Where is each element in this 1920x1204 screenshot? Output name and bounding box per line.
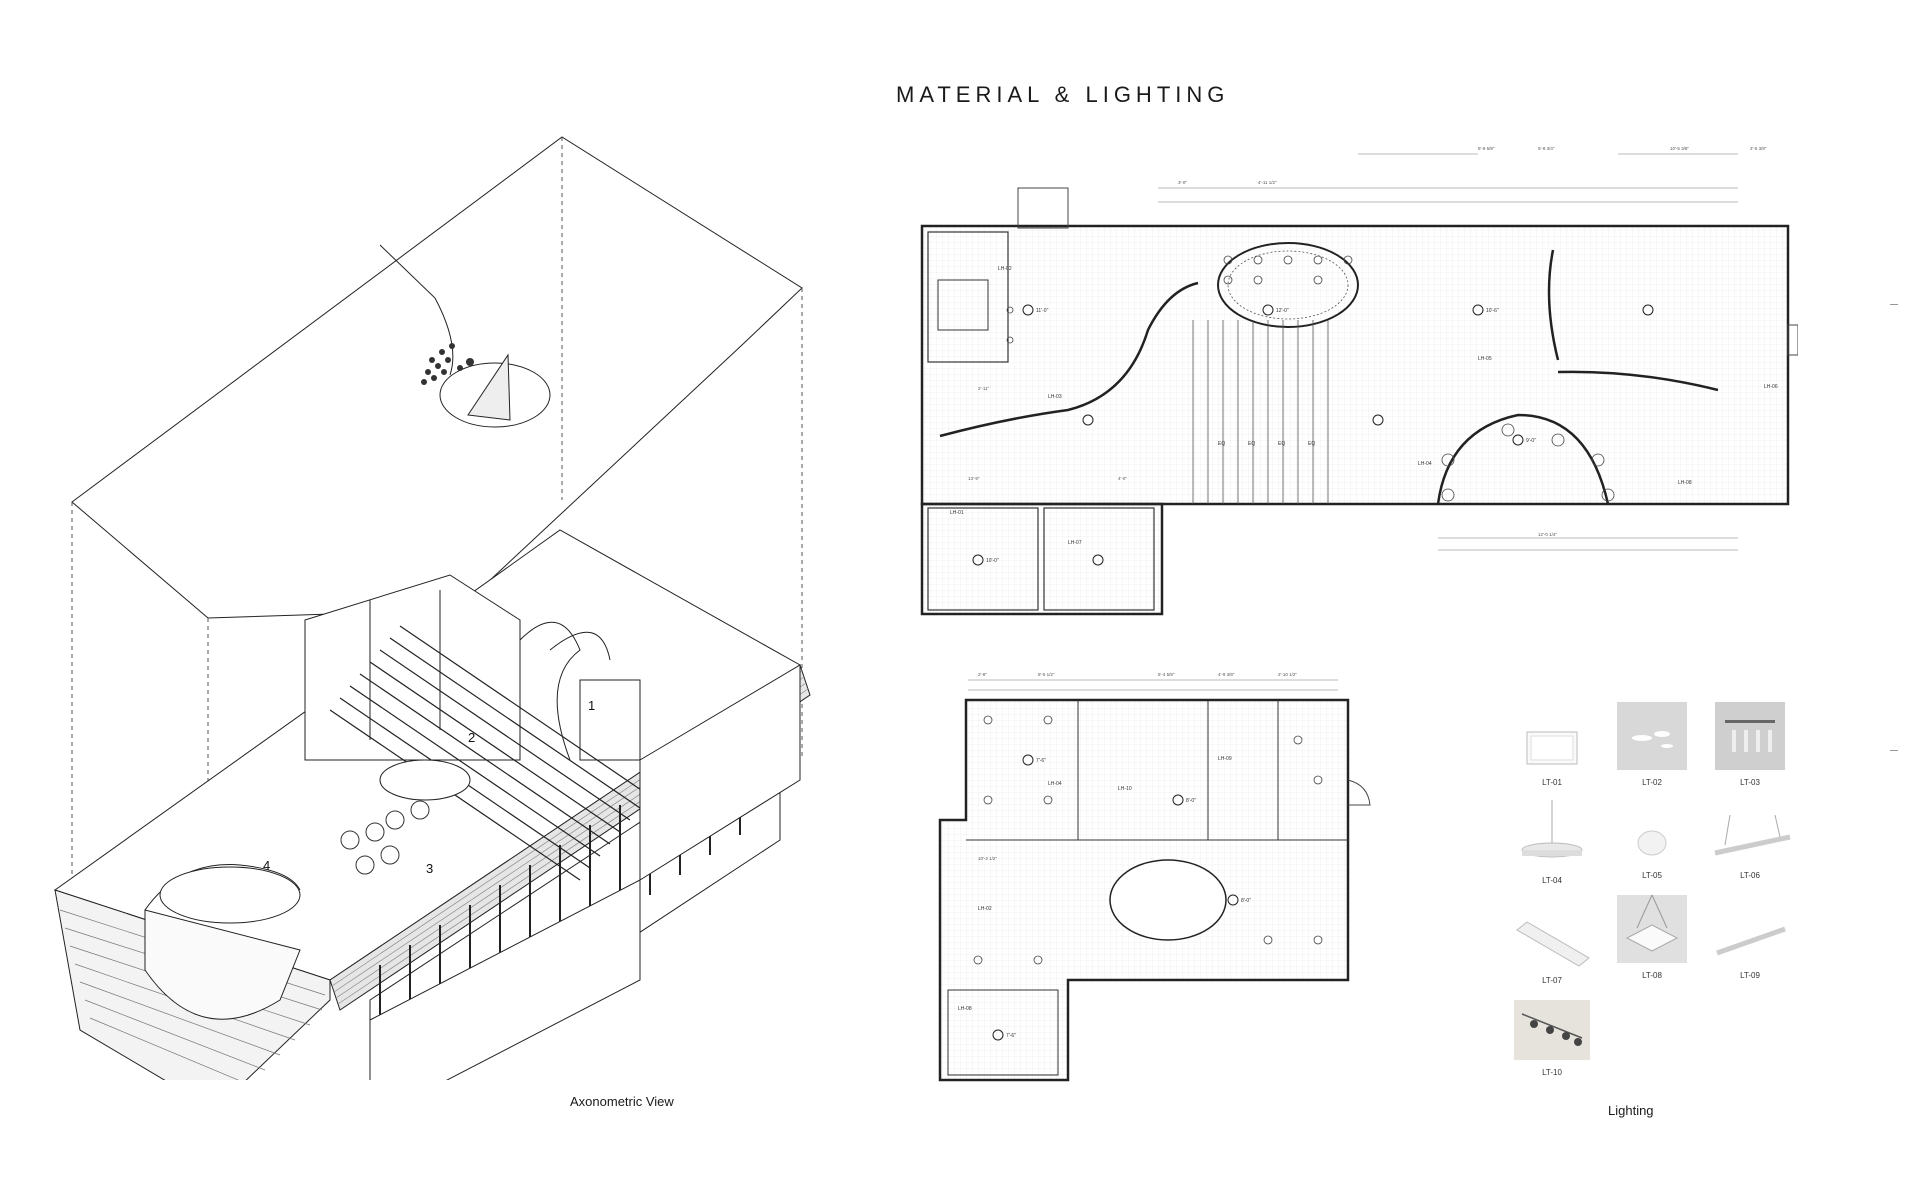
margin-tick	[1890, 750, 1898, 751]
track-spots-icon	[1514, 1000, 1590, 1060]
fixture-label: LT-07	[1542, 976, 1562, 985]
ceiling-height-3: 10'-6"	[1486, 308, 1499, 314]
square-pendant-icon	[1617, 894, 1687, 963]
fixture-lt07: LT-07	[1492, 910, 1612, 985]
fixture-label: LT-08	[1642, 971, 1662, 980]
linear-bar-icon	[1716, 926, 1786, 956]
dim-top-4: 2'-5 3/8"	[1750, 146, 1767, 151]
fixture-tag2-lh02: LH-02	[978, 906, 992, 912]
axonometric-caption: Axonometric View	[570, 1094, 674, 1109]
fixture-label: LT-02	[1642, 778, 1662, 787]
dim-top-1: 5'-9 5/8"	[1478, 146, 1495, 151]
dim2-1: 2'-8"	[978, 672, 987, 677]
fixture-tag-lh02: LH-02	[998, 266, 1012, 272]
fixture-lt04: LT-04	[1492, 800, 1612, 885]
zone-label-2: 2	[468, 730, 475, 745]
dim-top-5: 3'-0"	[1178, 180, 1187, 185]
ceiling-height2-2: 8'-0"	[1186, 798, 1196, 804]
fixture-lt05: LT-05	[1592, 815, 1712, 880]
fixture-label: LT-10	[1542, 1068, 1562, 1077]
fixture-lt08: LT-08	[1592, 893, 1712, 980]
dim-top-2: 5'-8 3/4"	[1538, 146, 1555, 151]
strip-light-icon	[1516, 921, 1590, 967]
reflected-ceiling-plan-main: 5'-9 5/8" 5'-8 3/4" 10'-5 3/8" 2'-5 3/8"…	[918, 140, 1799, 645]
fixture-lt02: LT-02	[1592, 700, 1712, 787]
zone-label-1: 1	[588, 698, 595, 713]
fixture-lt10: LT-10	[1492, 998, 1612, 1077]
fixture-lt01: LT-01	[1492, 722, 1612, 787]
dim-mid-1: 4'-0"	[1118, 476, 1127, 481]
fixture-label: LT-03	[1740, 778, 1760, 787]
dim2-3: 5'-4 5/8"	[1158, 672, 1175, 677]
fixture-label: LT-09	[1740, 971, 1760, 980]
fixture-tag-lh07: LH-07	[1068, 540, 1082, 546]
dome-light-icon	[1637, 830, 1667, 856]
round-pendant-icon	[1521, 800, 1583, 858]
dim2-4: 4'-9 3/8"	[1218, 672, 1235, 677]
fixture-tag-lh01: LH-01	[950, 510, 964, 516]
eq-mark-3: EQ	[1278, 441, 1285, 447]
fixture-tag-lh04: LH-04	[1418, 461, 1432, 467]
ceiling-height2-3: 7'-6"	[1006, 1033, 1016, 1039]
axonometric-drawing: 1 2 3 4	[40, 120, 840, 1121]
linear-pendant-icon	[1715, 702, 1785, 770]
eq-mark-1: EQ	[1218, 441, 1225, 447]
fixture-tag2-lh04: LH-04	[1048, 781, 1062, 787]
lighting-caption: Lighting	[1608, 1103, 1654, 1118]
fixture-tag-lh06: LH-06	[1764, 384, 1778, 390]
fixture-label: LT-05	[1642, 871, 1662, 880]
dim2-6: 10'-2 1/2"	[978, 856, 997, 861]
ceiling-height-1: 11'-0"	[1036, 308, 1049, 314]
fixture-tag-lh05: LH-05	[1478, 356, 1492, 362]
eq-mark-2: EQ	[1248, 441, 1255, 447]
margin-tick	[1890, 304, 1898, 305]
fixture-tag2-lh10: LH-10	[1118, 786, 1132, 792]
ceiling-height2-4: 8'-0"	[1241, 898, 1251, 904]
zone-label-4: 4	[263, 858, 270, 873]
fixture-lt03: LT-03	[1690, 700, 1810, 787]
eq-mark-4: EQ	[1308, 441, 1315, 447]
linear-suspended-icon	[1714, 815, 1791, 856]
dim2-5: 2'-10 1/2"	[1278, 672, 1297, 677]
ceiling-height2-1: 7'-6"	[1036, 758, 1046, 764]
dim-mid-2: 13'-9"	[968, 476, 980, 481]
zone-label-3: 3	[426, 861, 433, 876]
dim-top-3: 10'-5 3/8"	[1670, 146, 1689, 151]
dim-bottom-1: 12'-0 1/4"	[1538, 532, 1557, 537]
fixture-tag-lh03: LH-03	[1048, 394, 1062, 400]
ceiling-discs-icon	[1617, 702, 1687, 770]
reflected-ceiling-plan-secondary: 2'-8" 8'-5 1/2" 5'-4 5/8" 4'-9 3/8" 2'-1…	[918, 660, 1418, 1105]
ceiling-height-4: 10'-0"	[986, 558, 999, 564]
fixture-label: LT-04	[1542, 876, 1562, 885]
fixture-tag2-lh09: LH-09	[1218, 756, 1232, 762]
fixture-lt09: LT-09	[1690, 915, 1810, 980]
fixture-tag2-lh08: LH-08	[958, 1006, 972, 1012]
ceiling-height-2: 12'-0"	[1276, 308, 1289, 314]
dim-top-6: 4'-11 1/2"	[1258, 180, 1277, 185]
square-panel-icon	[1526, 731, 1578, 765]
fixture-tag-lh08: LH-08	[1678, 480, 1692, 486]
dim2-2: 8'-5 1/2"	[1038, 672, 1055, 677]
dim-left-1: 2'-11"	[978, 386, 990, 391]
ceiling-height-5: 9'-0"	[1526, 438, 1536, 444]
fixture-label: LT-06	[1740, 871, 1760, 880]
fixture-label: LT-01	[1542, 778, 1562, 787]
fixture-lt06: LT-06	[1690, 815, 1810, 880]
page-title: MATERIAL & LIGHTING	[896, 82, 1230, 107]
